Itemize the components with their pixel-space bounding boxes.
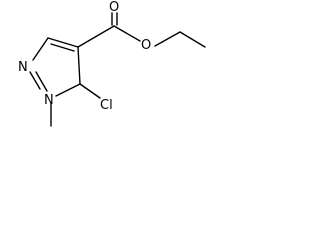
bond-c4-carbonyl (77, 25, 115, 48)
atom-chlorine: Cl (100, 98, 113, 113)
bond-n1-n2-double (29, 71, 41, 90)
bond-c3-c4 (47, 37, 79, 48)
bond-c4-c5 (77, 46, 81, 85)
molecule-svg: O O N N Cl (18, 0, 206, 127)
bond-n1-n2 (35, 71, 48, 92)
bond-carbonyl-oester (113, 25, 141, 42)
bond-c5-cl (79, 83, 101, 99)
atom-ring-nitrogen-1: N (44, 93, 54, 108)
atom-ring-nitrogen-2: N (18, 60, 28, 75)
atom-ester-oxygen: O (141, 38, 151, 53)
structure-diagram: O O N N Cl (0, 0, 214, 158)
bond-oester-ch2 (154, 31, 181, 47)
bond-c5-n1 (55, 83, 81, 97)
bond-n2-c3 (32, 37, 49, 61)
atom-carbonyl-oxygen: O (109, 0, 119, 15)
bond-ch2-ch3 (179, 31, 206, 48)
bond-c3-c4-double (50, 43, 75, 52)
